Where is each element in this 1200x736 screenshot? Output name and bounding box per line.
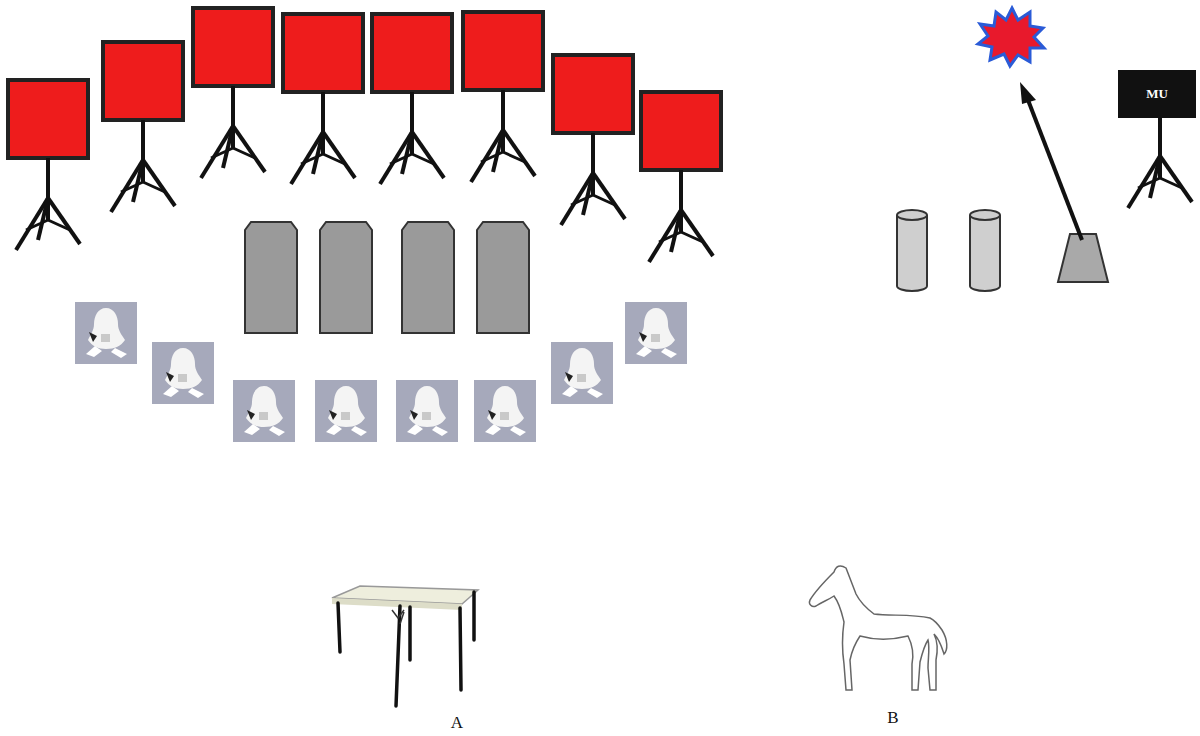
figure-letter: A — [451, 713, 463, 733]
sign-text: MU — [1146, 86, 1168, 102]
figure-letter: B — [887, 708, 898, 728]
black-sign-board: MU — [1118, 70, 1196, 118]
